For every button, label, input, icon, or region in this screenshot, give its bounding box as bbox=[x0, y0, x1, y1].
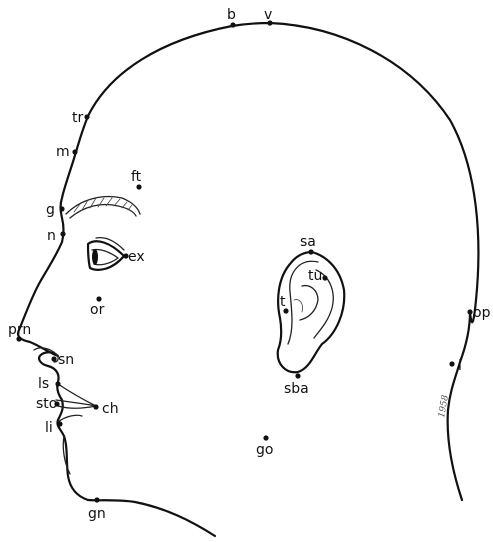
label-sn: sn bbox=[58, 352, 74, 368]
landmark-point-m bbox=[72, 149, 77, 154]
label-g: g bbox=[46, 202, 55, 218]
landmark-point-tr bbox=[84, 114, 89, 119]
eye bbox=[88, 238, 124, 270]
label-op: op bbox=[473, 305, 491, 321]
landmark-point-go bbox=[263, 435, 268, 440]
label-ex: ex bbox=[128, 249, 145, 265]
label-go: go bbox=[256, 442, 273, 458]
landmark-point-op bbox=[467, 309, 472, 314]
label-prn: prn bbox=[8, 322, 31, 338]
landmark-point-ls bbox=[55, 381, 60, 386]
label-tr: tr bbox=[72, 110, 83, 126]
label-m: m bbox=[56, 144, 70, 160]
label-sba: sba bbox=[284, 381, 309, 397]
label-ft: ft bbox=[131, 169, 142, 185]
landmark-point-sa bbox=[308, 249, 313, 254]
label-gn: gn bbox=[88, 506, 106, 522]
label-i: i bbox=[458, 358, 462, 374]
eyebrow bbox=[66, 197, 140, 218]
head-contour bbox=[18, 23, 478, 536]
landmark-point-li bbox=[57, 421, 62, 426]
landmark-point-g bbox=[59, 206, 64, 211]
artist-signature: 1958 bbox=[437, 394, 451, 419]
label-sto: sto bbox=[36, 396, 57, 412]
landmark-point-n bbox=[60, 231, 65, 236]
landmark-point-gn bbox=[94, 497, 99, 502]
landmark-point-or bbox=[96, 296, 101, 301]
label-sa: sa bbox=[300, 234, 316, 250]
landmark-point-tu bbox=[322, 275, 327, 280]
landmark-point-sn bbox=[51, 356, 56, 361]
label-v: v bbox=[264, 7, 272, 23]
label-li: li bbox=[45, 420, 53, 436]
label-n: n bbox=[47, 228, 56, 244]
label-ls: ls bbox=[38, 376, 49, 392]
landmark-point-ft bbox=[136, 184, 141, 189]
landmark-point-sba bbox=[295, 373, 300, 378]
label-ch: ch bbox=[102, 401, 119, 417]
label-b: b bbox=[227, 7, 236, 23]
landmark-points bbox=[16, 20, 472, 502]
landmark-point-i bbox=[449, 361, 454, 366]
label-tu: tu bbox=[308, 268, 322, 284]
label-or: or bbox=[90, 302, 105, 318]
label-t: t bbox=[280, 294, 286, 310]
landmark-point-b bbox=[230, 22, 235, 27]
landmark-point-ch bbox=[93, 404, 98, 409]
